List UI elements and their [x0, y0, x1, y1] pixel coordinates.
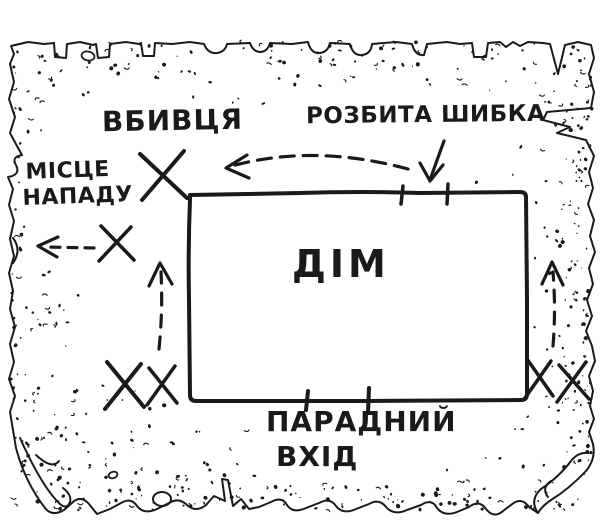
door-tick-left: [304, 389, 310, 412]
door-tick-right: [366, 386, 371, 415]
bottom-left-curl-inner: [35, 454, 60, 466]
x-mark-bottom-right-1: [523, 357, 555, 400]
dashed-arrow-window-to-killer: [226, 153, 410, 171]
front-entrance-line1: ПАРАДНИЙ: [266, 405, 457, 438]
dashed-arrow-up-right: [551, 270, 557, 348]
killer-label: ВБИВЦЯ: [101, 102, 244, 139]
front-entrance-line2: ВХІД: [276, 440, 359, 474]
paper-hole: [80, 50, 96, 62]
bottom-left-curl: [19, 437, 72, 508]
dashed-arrow-to-attack-place: [44, 245, 96, 250]
arrowhead-down-window: [418, 161, 445, 183]
broken-window-label: РОЗБИТА ШИБКА: [305, 100, 546, 130]
window-ticks: [399, 182, 450, 206]
window-tick-right: [445, 182, 450, 206]
attack-place-label: МІСЦЕ НАПАДУ: [22, 156, 134, 211]
x-mark-bottom-left-1: [103, 360, 146, 411]
x-mark-bottom-right-2: [555, 360, 591, 404]
arrowhead-attack-place: [36, 235, 60, 259]
paper-holes: [80, 50, 172, 507]
attack-place-line1: МІСЦЕ: [25, 156, 111, 185]
front-entrance-label: ПАРАДНИЙ ВХІД: [266, 405, 457, 474]
paper-hole: [152, 491, 172, 507]
x-marks: [97, 149, 591, 411]
x-mark-attack-place: [97, 224, 136, 263]
bottom-right-curl-inner: [544, 480, 552, 498]
house-label: ДІМ: [292, 242, 390, 286]
house-outline: [186, 190, 529, 403]
window-tick-left: [399, 184, 405, 206]
x-mark-bottom-left-2: [145, 364, 179, 407]
solid-arrow-down-window: [428, 139, 446, 182]
arrowhead-up-left: [147, 261, 174, 288]
x-mark-killer: [138, 149, 189, 202]
dashed-arrow-up-left: [157, 270, 164, 351]
arrowhead-up-right: [540, 260, 565, 287]
bottom-right-curl: [533, 451, 589, 514]
attack-place-line2: НАПАДУ: [22, 181, 134, 211]
paper-hole: [107, 470, 119, 480]
corner-curls: [12, 237, 589, 514]
door-ticks: [304, 386, 371, 415]
arrowhead-window-to-killer: [224, 153, 251, 180]
stipple-texture: [9, 39, 594, 513]
arrows: [36, 139, 565, 351]
left-edge-tear: [12, 237, 19, 264]
